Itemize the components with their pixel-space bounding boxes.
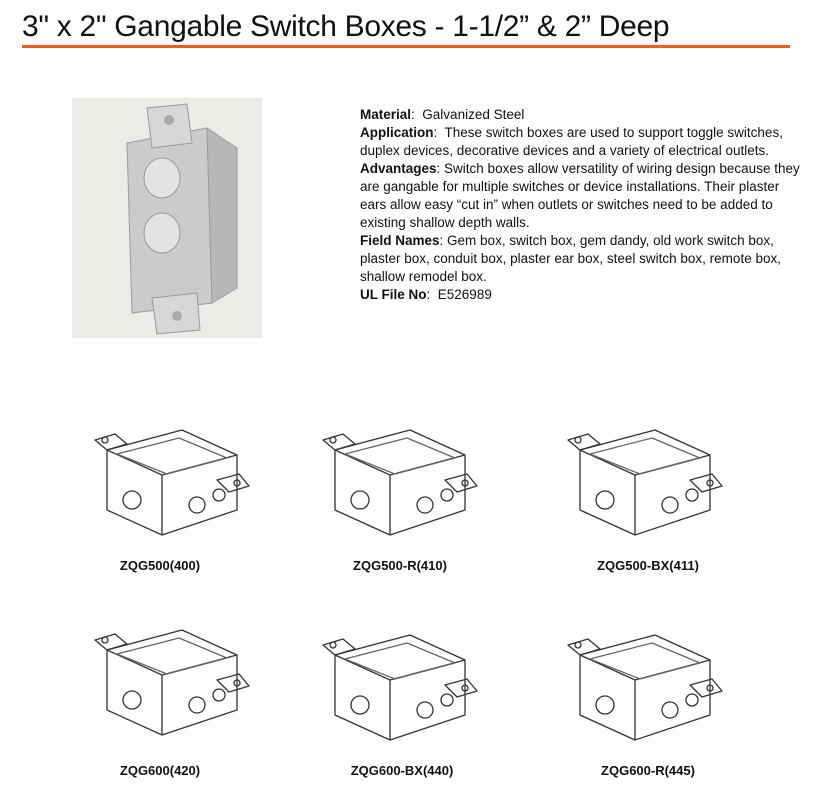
product-drawing — [72, 410, 272, 540]
product-drawing — [72, 610, 272, 740]
field-names-value: Gem box, switch box, gem dandy, old work… — [360, 233, 781, 284]
title-underline — [22, 45, 790, 48]
product-model-label: ZQG500(400) — [119, 558, 201, 573]
product-model-label: ZQG600(420) — [119, 763, 201, 778]
product-model-label: ZQG600-R(445) — [601, 763, 695, 778]
application-value: These switch boxes are used to support t… — [360, 125, 783, 158]
page-title: 3" x 2" Gangable Switch Boxes - 1-1/2” &… — [22, 10, 670, 43]
material-label: Material — [360, 107, 412, 122]
product-drawing — [545, 410, 745, 540]
product-model-label: ZQG500-BX(411) — [597, 558, 699, 573]
ul-file-value: E526989 — [437, 287, 492, 302]
advantages-value: Switch boxes allow versatility of wiring… — [360, 161, 800, 230]
product-drawing — [545, 615, 745, 745]
application-label: Application — [360, 125, 434, 140]
advantages-label: Advantages — [360, 161, 437, 176]
product-model-label: ZQG600-BX(440) — [350, 763, 454, 778]
product-photo — [72, 98, 262, 338]
product-specs: Material: Galvanized Steel Application: … — [360, 107, 800, 302]
product-model-label: ZQG500-R(410) — [353, 558, 447, 573]
material-value: Galvanized Steel — [422, 107, 525, 122]
ul-file-label: UL File No — [360, 287, 427, 302]
product-drawing — [300, 410, 500, 540]
product-drawing — [300, 615, 500, 745]
field-names-label: Field Names — [360, 233, 440, 248]
